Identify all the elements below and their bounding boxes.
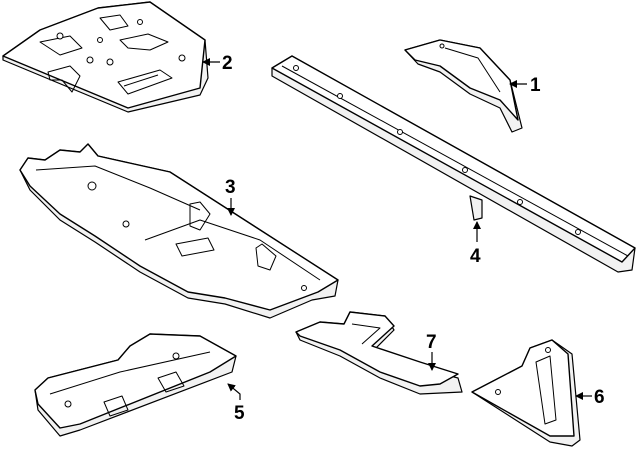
part-4-crossmember bbox=[271, 55, 636, 273]
callout-4: 4 bbox=[470, 246, 481, 267]
callout-7: 7 bbox=[426, 332, 437, 353]
callout-6: 6 bbox=[594, 387, 605, 408]
part-7-bracket bbox=[295, 311, 463, 395]
callout-5: 5 bbox=[234, 403, 245, 424]
callout-2: 2 bbox=[222, 53, 233, 74]
leader-5 bbox=[227, 383, 241, 400]
part-6-gusset bbox=[471, 339, 581, 447]
part-3-floor-pan bbox=[19, 143, 339, 319]
part-2-plate bbox=[2, 1, 209, 113]
part-1-bracket bbox=[404, 39, 523, 133]
leader-lines bbox=[202, 58, 592, 400]
callout-3: 3 bbox=[225, 177, 236, 198]
callout-labels: 1 2 3 4 5 6 7 bbox=[222, 53, 605, 424]
callout-1: 1 bbox=[530, 75, 541, 96]
part-5-plate bbox=[34, 333, 237, 437]
